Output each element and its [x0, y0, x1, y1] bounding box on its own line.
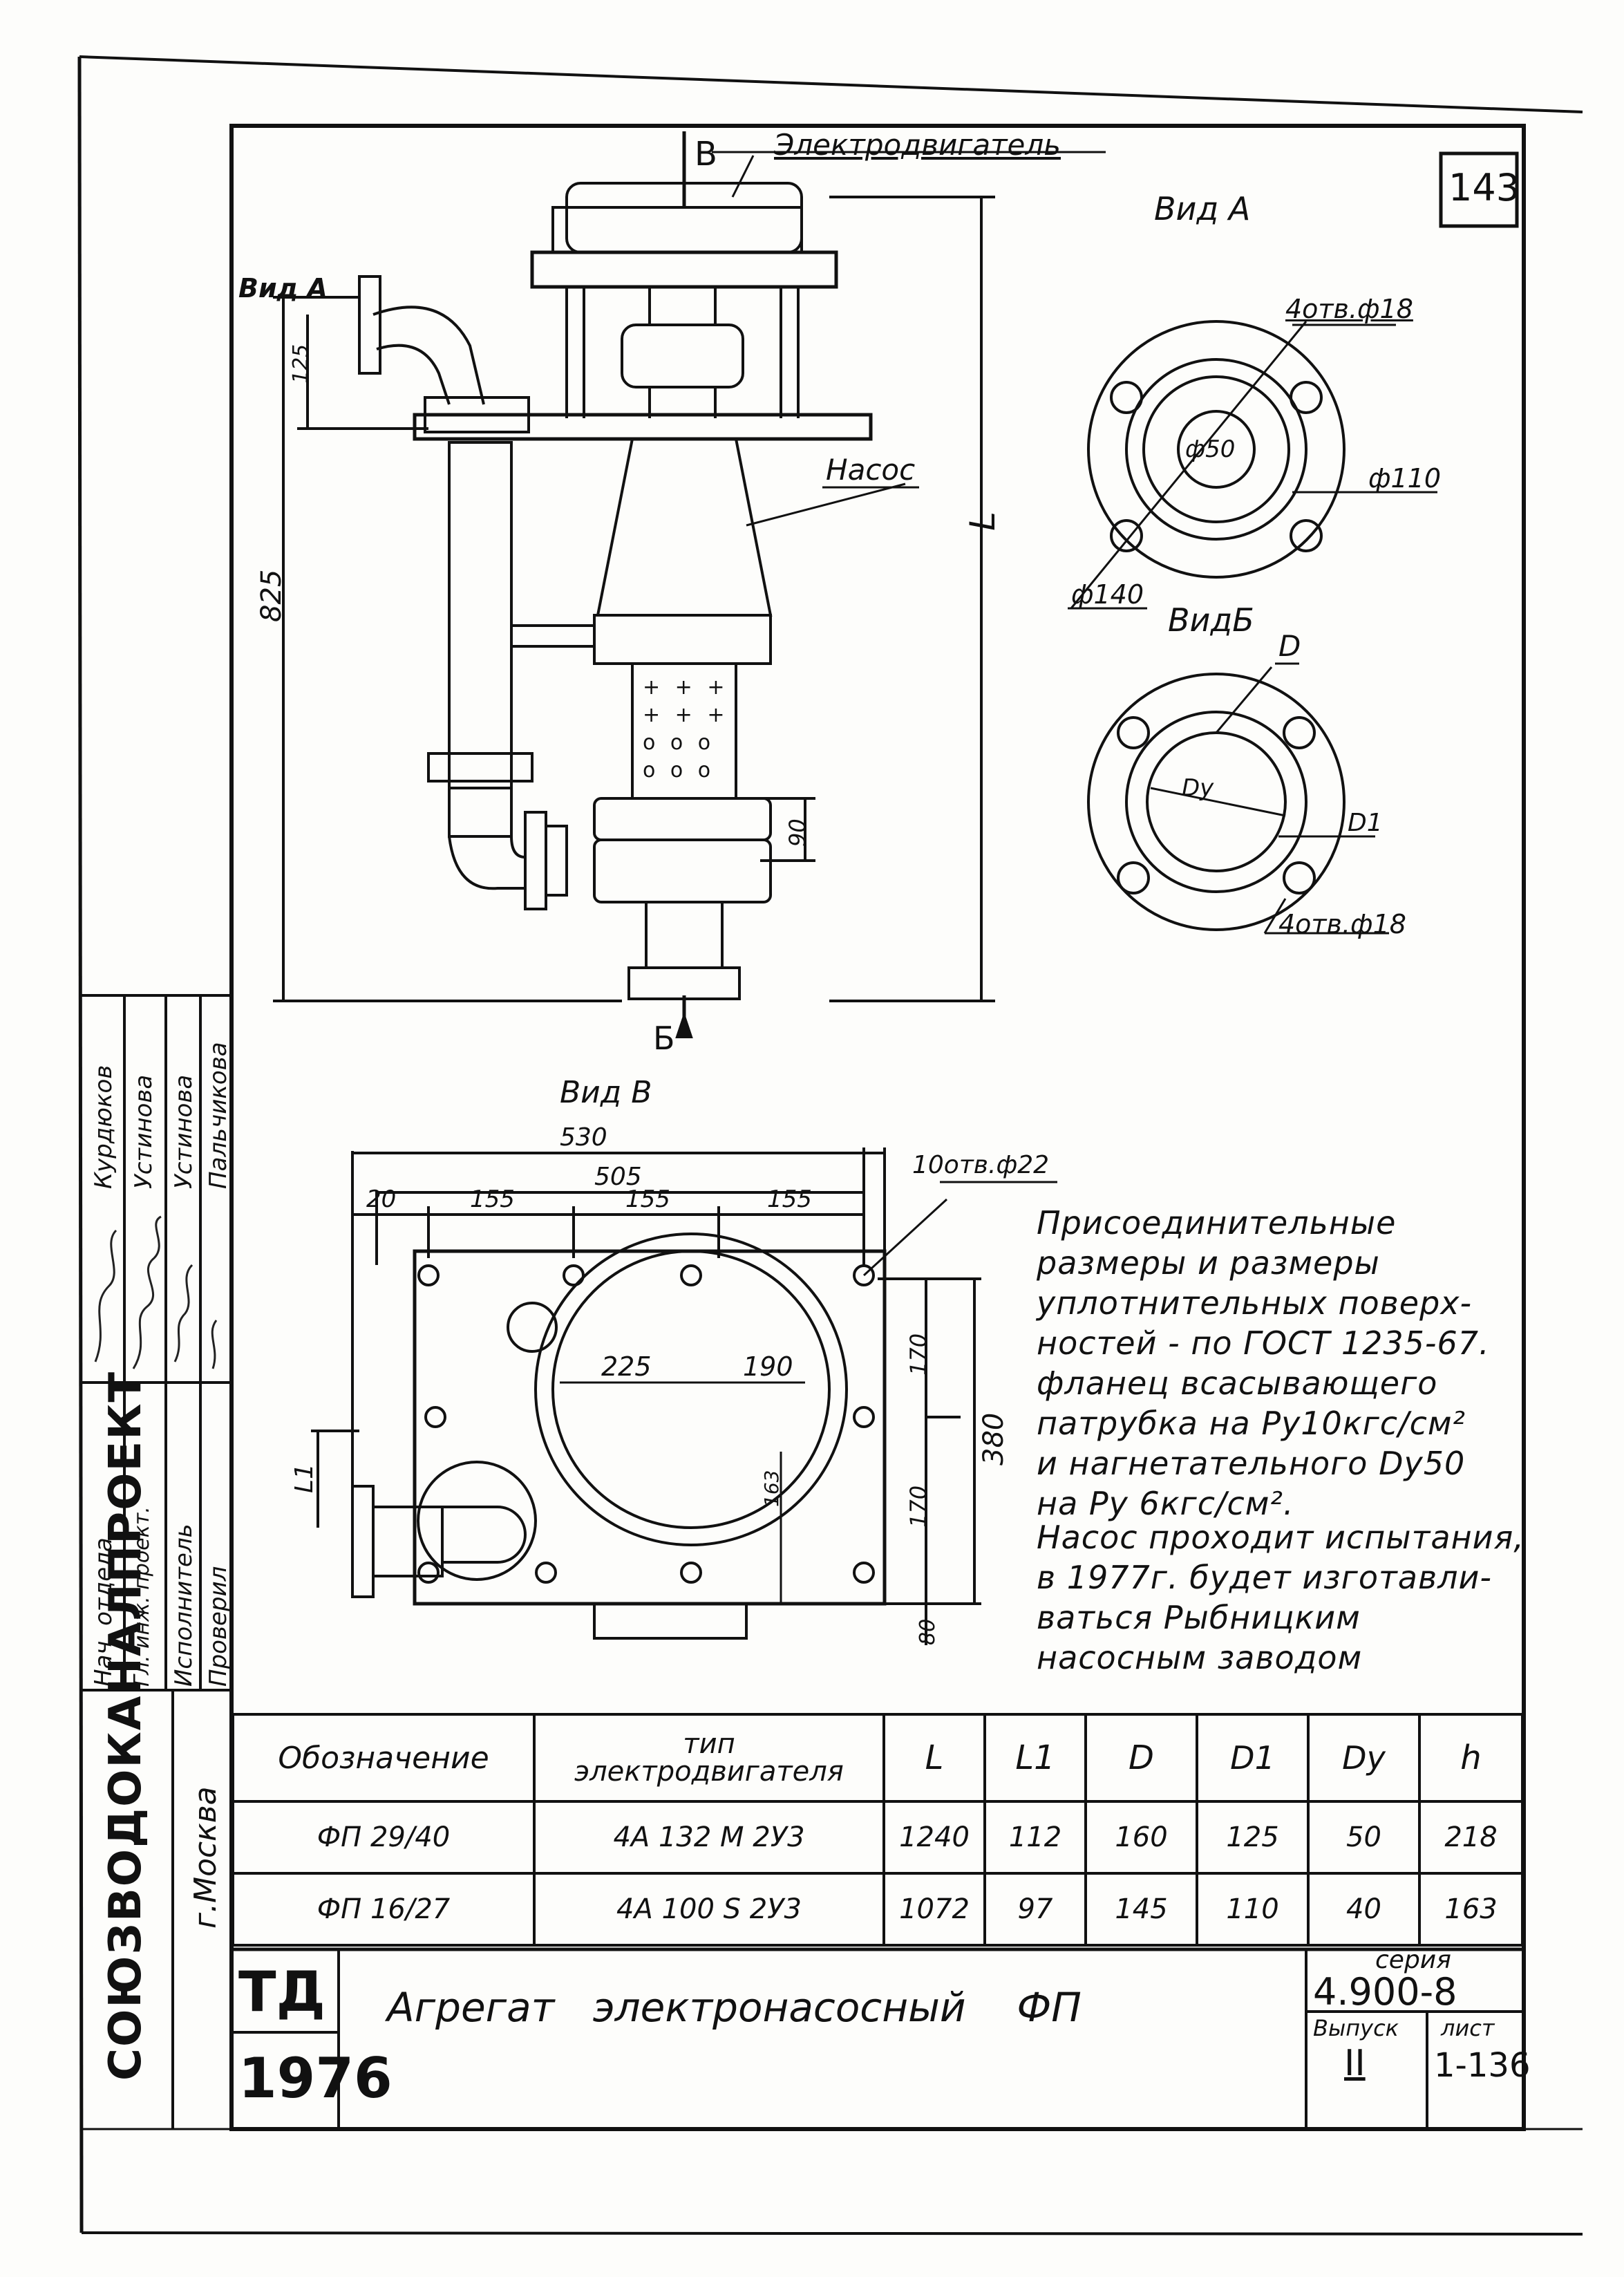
view-b-d: D — [1278, 629, 1301, 663]
cell-d: 160 — [1084, 1800, 1198, 1875]
stamp-role-head: Нач. отдела — [90, 1537, 117, 1687]
dim-225: 225 — [601, 1351, 652, 1382]
dim-505: 505 — [594, 1163, 642, 1191]
dim-90: 90 — [784, 818, 811, 847]
cell-motor-type: 4А 132 М 2У3 — [533, 1800, 885, 1875]
perforation-pattern: + + + + + + o o o o o o — [643, 675, 729, 783]
dim-80: 80 — [916, 1618, 940, 1645]
cell-l: 1072 — [882, 1872, 986, 1947]
view-a-inner-diameter: ф50 — [1185, 435, 1236, 463]
header-l1: L1 — [983, 1713, 1087, 1803]
view-a-pointer: Вид А — [238, 273, 328, 303]
table-row: ФП 29/40 4А 132 М 2У3 1240 112 160 125 5… — [232, 1800, 1524, 1875]
dim-total-l: L — [962, 512, 1003, 531]
cell-designation: ФП 16/27 — [232, 1872, 536, 1947]
arrow-b-label: В — [695, 135, 717, 174]
view-v-holes: 10отв.ф22 — [912, 1151, 1050, 1179]
sheet-code: 1-136 — [1434, 2046, 1531, 2085]
dim-155-a: 155 — [470, 1186, 515, 1213]
cell-l1: 97 — [983, 1872, 1087, 1947]
cell-d1: 110 — [1196, 1872, 1310, 1947]
dim-155-c: 155 — [767, 1186, 812, 1213]
issue-number: II — [1344, 2043, 1366, 2084]
title-block-year: 1976 — [238, 2046, 393, 2110]
stamp-role-chief-eng: Гл. инж. проект. — [130, 1506, 154, 1687]
view-b-dy: Dу — [1182, 774, 1214, 802]
view-a-title: Вид А — [1154, 190, 1251, 227]
header-d1: D1 — [1196, 1713, 1310, 1803]
stamp-name-head: Курдюков — [90, 1065, 117, 1189]
dim-380: 380 — [978, 1412, 1010, 1465]
dim-155-b: 155 — [625, 1186, 670, 1213]
header-l: L — [882, 1713, 986, 1803]
cell-dy: 40 — [1307, 1872, 1421, 1947]
view-a-d140: ф140 — [1071, 579, 1144, 610]
dim-163: 163 — [760, 1470, 783, 1507]
dim-l1: L1 — [290, 1463, 319, 1493]
header-h: h — [1418, 1713, 1524, 1803]
view-a-d110: ф110 — [1368, 463, 1442, 494]
cell-dy: 50 — [1307, 1800, 1421, 1875]
spec-table: Обозначение тип электродвигателя L L1 D … — [232, 1713, 1524, 1947]
view-b-holes: 4отв.ф18 — [1278, 909, 1406, 939]
dim-125: 125 — [289, 344, 313, 384]
drawing-title: Агрегат электронасосный ФП — [387, 1984, 1082, 2031]
signatures — [94, 1215, 218, 1369]
table-header-row: Обозначение тип электродвигателя L L1 D … — [232, 1713, 1524, 1803]
cell-l1: 112 — [983, 1800, 1087, 1875]
dim-170-a: 170 — [905, 1333, 932, 1376]
organization-name: СОЮЗВОДОКАНАЛПРОЕКТ — [100, 1370, 151, 2081]
view-a-holes: 4отв.ф18 — [1285, 294, 1413, 324]
dim-825: 825 — [256, 569, 287, 622]
view-b-title: ВидБ — [1168, 601, 1254, 639]
series-number: 4.900-8 — [1313, 1970, 1457, 2014]
stamp-name-executor: Устинова — [170, 1074, 198, 1189]
cell-d: 145 — [1084, 1872, 1198, 1947]
city-label: г.Москва — [188, 1786, 223, 1929]
dim-530: 530 — [560, 1123, 607, 1152]
table-row: ФП 16/27 4А 100 S 2У3 1072 97 145 110 40… — [232, 1872, 1524, 1947]
note-manufacturing: Насос проходит испытания, в 1977г. будет… — [1037, 1519, 1524, 1676]
stamp-name-checker: Пальчикова — [205, 1042, 232, 1189]
view-v-title: Вид В — [560, 1075, 652, 1110]
dim-20: 20 — [366, 1186, 397, 1213]
cell-h: 163 — [1418, 1872, 1524, 1947]
header-designation: Обозначение — [232, 1713, 536, 1803]
motor-label: Электродвигатель — [774, 128, 1061, 162]
cell-motor-type: 4А 100 S 2У3 — [533, 1872, 885, 1947]
header-motor-type: тип электродвигателя — [533, 1713, 885, 1803]
sheet-number: 143 — [1448, 166, 1520, 209]
stamp-role-executor: Исполнитель — [170, 1524, 198, 1687]
view-b-d1: D1 — [1348, 809, 1383, 837]
sheet-label: лист — [1441, 2015, 1495, 2041]
header-dy: Dу — [1307, 1713, 1421, 1803]
cell-designation: ФП 29/40 — [232, 1800, 536, 1875]
issue-label: Выпуск — [1313, 2015, 1399, 2041]
note-connection-sizes: Присоединительные размеры и размеры упло… — [1037, 1204, 1490, 1522]
cell-d1: 125 — [1196, 1800, 1310, 1875]
header-d: D — [1084, 1713, 1198, 1803]
title-block-code: ТД — [238, 1960, 325, 2024]
stamp-role-checker: Проверил — [205, 1566, 232, 1687]
cell-l: 1240 — [882, 1800, 986, 1875]
arrow-bottom-label: Б — [653, 1020, 675, 1057]
stamp-name-chief-eng: Устинова — [130, 1074, 158, 1189]
dim-190: 190 — [743, 1351, 793, 1382]
pump-label: Насос — [826, 453, 916, 487]
dim-170-b: 170 — [905, 1485, 932, 1528]
series-label: серия — [1375, 1946, 1451, 1974]
cell-h: 218 — [1418, 1800, 1524, 1875]
